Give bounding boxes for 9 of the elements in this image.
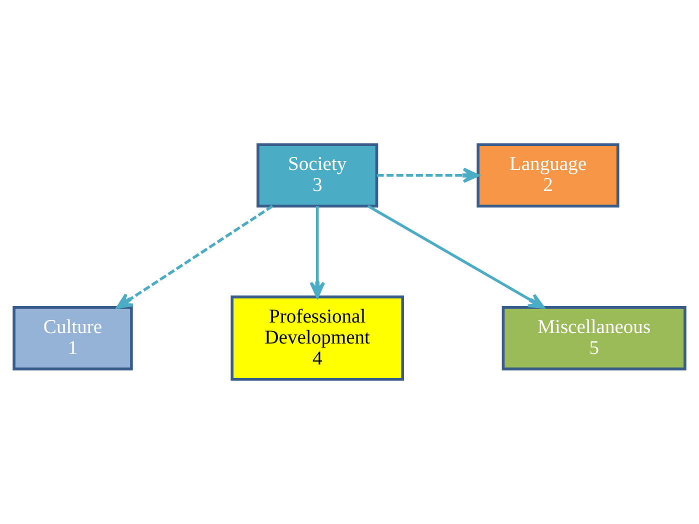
node-box: Culture 1 [12,306,133,370]
arrow [310,206,326,298]
node-box: Language 2 [476,143,620,208]
node-box: Society 3 [256,143,378,208]
arrow [116,204,274,309]
arrow [367,204,545,309]
node-box: Miscellaneous 5 [502,306,686,370]
node-box: Professional Development 4 [230,296,404,381]
arrow [376,168,480,184]
